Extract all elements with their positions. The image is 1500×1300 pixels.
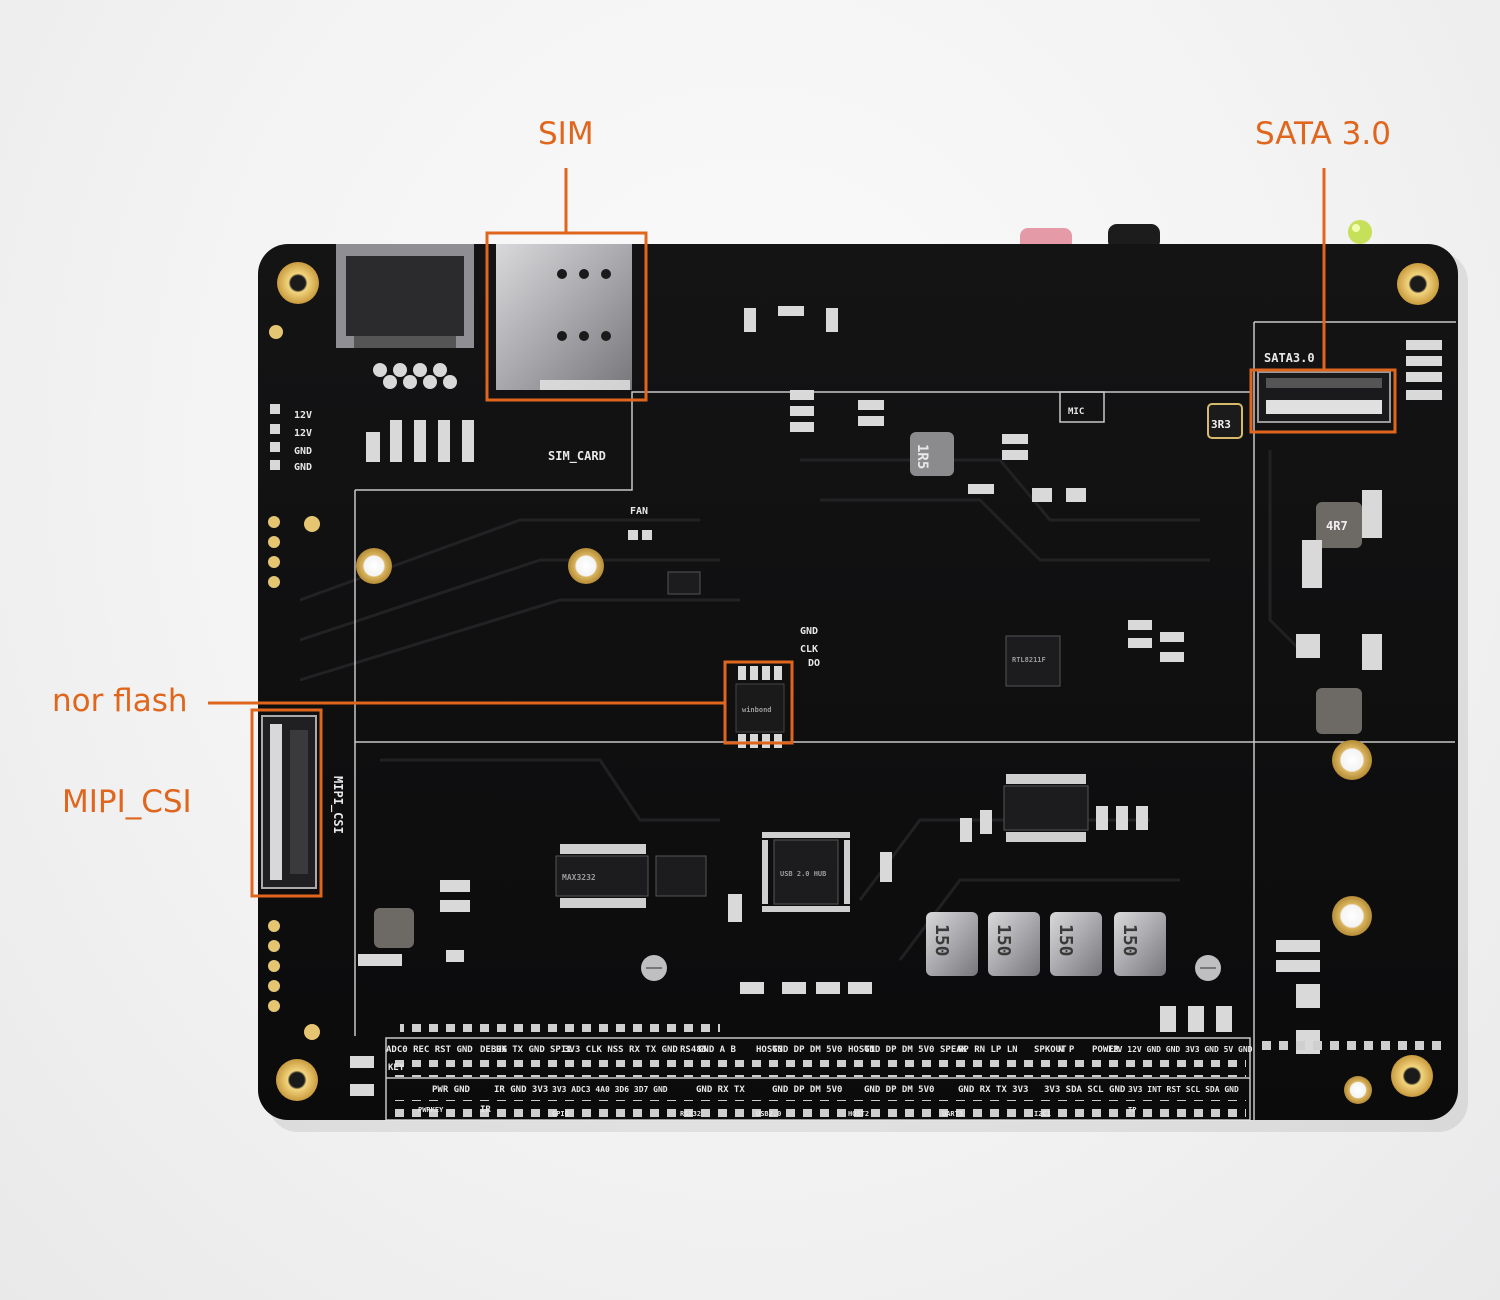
header-label: HOST3 [756, 1045, 783, 1055]
mipi-csi-callout-label: MIPI_CSI [62, 784, 192, 820]
gnd-silk: GND [800, 626, 818, 637]
power-gnd-silk: GND [294, 462, 312, 473]
winbond-silk: winbond [742, 706, 772, 714]
audio-jack-black [1108, 224, 1160, 250]
fan-silk: FAN [630, 506, 648, 517]
header-label: GND A B [698, 1045, 737, 1055]
max-silk: MAX3232 [562, 873, 596, 882]
header-label: PWRKEY [418, 1106, 444, 1114]
header-label: I2C1 [1034, 1110, 1051, 1118]
status-led [1348, 220, 1372, 244]
header-label: TP [1128, 1106, 1136, 1114]
ethernet-port [336, 244, 474, 389]
sim-card-silk: SIM_CARD [548, 449, 606, 464]
ic-chip [555, 571, 1089, 905]
ind-150-silk: 150 [1119, 924, 1140, 957]
ind-150-silk: 150 [931, 924, 952, 957]
header-label: GND DP DM 5V0 [772, 1045, 842, 1055]
header-label: IR [480, 1105, 491, 1115]
ind-150-silk: 150 [1055, 924, 1076, 957]
header-label: 3V3 INT RST SCL SDA GND [1128, 1085, 1239, 1094]
do-silk: DO [808, 658, 820, 669]
power-inductor [926, 912, 1166, 976]
header-label: RX TX GND [496, 1045, 545, 1055]
usb-hub-silk: USB 2.0 HUB [780, 870, 826, 878]
header-label: POWER [1092, 1045, 1120, 1055]
header-label: GND RX TX [696, 1085, 745, 1095]
mipi-silk: MIPI_CSI [330, 776, 345, 834]
header-label: PWR GND [432, 1085, 471, 1095]
rtl-silk: RTL8211F [1012, 656, 1046, 664]
sata-callout-label: SATA 3.0 [1255, 116, 1391, 152]
header-label: SPEAK [940, 1045, 968, 1055]
sata-silk: SATA3.0 [1264, 351, 1315, 365]
header-label: RP RN LP LN [958, 1045, 1018, 1055]
header-label: 12V 12V GND GND 3V3 GND 5V GND [1108, 1045, 1253, 1054]
sata-connector [1257, 371, 1391, 423]
header-label: SPKOUT [1034, 1045, 1067, 1055]
header-label: KEY [388, 1063, 405, 1073]
power-12v-silk: 12V [294, 428, 312, 439]
header-label: GPIO [552, 1110, 569, 1118]
header-row-1: ADC0 REC RST GND DEBUG RX TX GND SPI1 3V… [386, 1045, 1253, 1055]
header-label: USB2.0 [756, 1110, 781, 1118]
mipi-highlight-box [250, 708, 323, 898]
sim-callout-label: SIM [538, 116, 594, 152]
mic-silk: MIC [1068, 407, 1084, 417]
header-label: RS232 [680, 1110, 701, 1118]
header-label: DEBUG [480, 1045, 507, 1055]
inductor [374, 403, 1362, 948]
header-label: RS485 [680, 1045, 707, 1055]
header-label: 3V3 CLK NSS RX TX GND [564, 1045, 678, 1055]
header-label: N P [1058, 1045, 1075, 1055]
header-label: GND DP DM 5V0 [772, 1085, 842, 1095]
ind-4r7-silk: 4R7 [1326, 519, 1348, 533]
screw [641, 955, 1221, 981]
header-label: ADC0 REC RST GND [386, 1045, 473, 1055]
header-label: UART3 [942, 1110, 963, 1118]
ind-1r5-silk: 1R5 [914, 444, 930, 469]
nor-flash-callout-label: nor flash [52, 683, 188, 719]
standoff [356, 548, 1372, 1104]
header-label: SPI1 [550, 1045, 572, 1055]
nor-flash-chip [735, 666, 785, 748]
header-label: GND RX TX 3V3 [958, 1085, 1028, 1095]
annotation-overlay [208, 168, 1397, 898]
header-label: HOST2 [848, 1110, 869, 1118]
power-gnd-silk: GND [294, 446, 312, 457]
header-label: IR GND 3V3 [494, 1085, 548, 1095]
sim-card-slot [496, 244, 632, 390]
pcb [258, 244, 1458, 1120]
clk-silk: CLK [800, 644, 818, 655]
header-row-2: KEY PWR GND PWRKEY IR GND 3V3 IR 3V3 ADC… [388, 1063, 1239, 1118]
ind-3r3-silk: 3R3 [1211, 418, 1231, 431]
mipi-csi-connector [261, 715, 317, 889]
header-label: GND DP DM 5V0 [864, 1045, 934, 1055]
header-label: GND DP DM 5V0 [864, 1085, 934, 1095]
power-12v-silk: 12V [294, 410, 312, 421]
header-label: 3V3 ADC3 4A0 3D6 3D7 GND [552, 1085, 668, 1094]
header-label: HOST1 [848, 1045, 875, 1055]
mount-hole [276, 262, 1439, 1101]
ind-150-silk: 150 [993, 924, 1014, 957]
header-label: 3V3 SDA SCL GND [1044, 1085, 1126, 1095]
